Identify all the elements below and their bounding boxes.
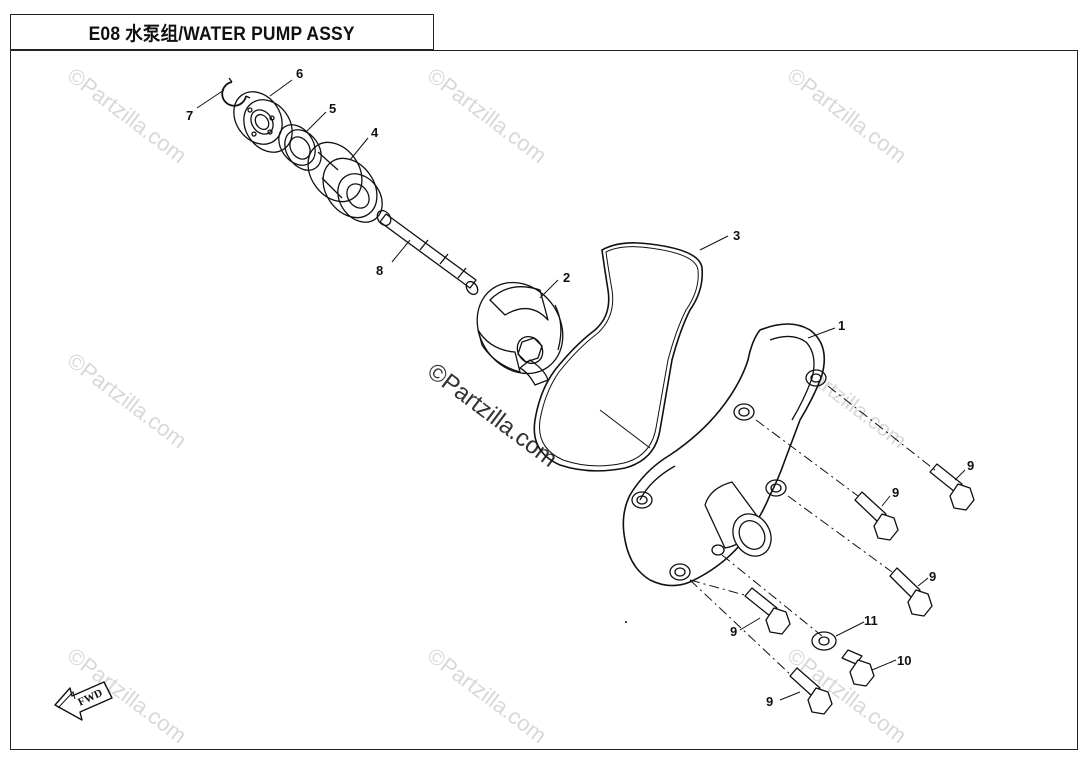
pump-cover-part [622, 323, 827, 587]
flange-bolt-part [854, 491, 899, 541]
callout-5: 5 [329, 101, 336, 116]
flange-bolt-part [744, 587, 791, 635]
callout-7: 7 [186, 108, 193, 123]
callout-1: 1 [838, 318, 845, 333]
pump-shaft-part [376, 209, 479, 296]
callout-9: 9 [929, 569, 936, 584]
flange-bolt-part [889, 567, 933, 617]
callout-4: 4 [371, 125, 379, 140]
callout-3: 3 [733, 228, 740, 243]
reference-dot [625, 621, 627, 623]
callout-9: 9 [766, 694, 773, 709]
callout-8: 8 [376, 263, 383, 278]
assembly-centerlines [599, 385, 936, 677]
title-box: E08 水泵组/WATER PUMP ASSY [10, 14, 434, 50]
callout-11: 11 [864, 613, 878, 628]
callout-6: 6 [296, 66, 303, 81]
diagram-title: E08 水泵组/WATER PUMP ASSY [88, 23, 356, 45]
bearing-part [233, 91, 293, 153]
callout-9: 9 [892, 485, 899, 500]
callout-2: 2 [563, 270, 570, 285]
mechanical-seal-part [307, 141, 383, 223]
drain-bolt-part [841, 649, 875, 687]
fwd-arrow-icon: FWD [54, 681, 113, 721]
flange-bolt-part [929, 463, 975, 511]
flange-bolt-part [789, 667, 833, 715]
callout-10: 10 [897, 653, 911, 668]
diagram-frame [10, 50, 1078, 750]
impeller-part [476, 281, 564, 386]
callout-9: 9 [967, 458, 974, 473]
washer-part [811, 631, 837, 651]
gasket-oring-part [533, 242, 704, 472]
callout-leaders [196, 79, 966, 701]
circlip-part [221, 77, 251, 107]
callout-9: 9 [730, 624, 737, 639]
oil-seal-part [278, 124, 322, 171]
